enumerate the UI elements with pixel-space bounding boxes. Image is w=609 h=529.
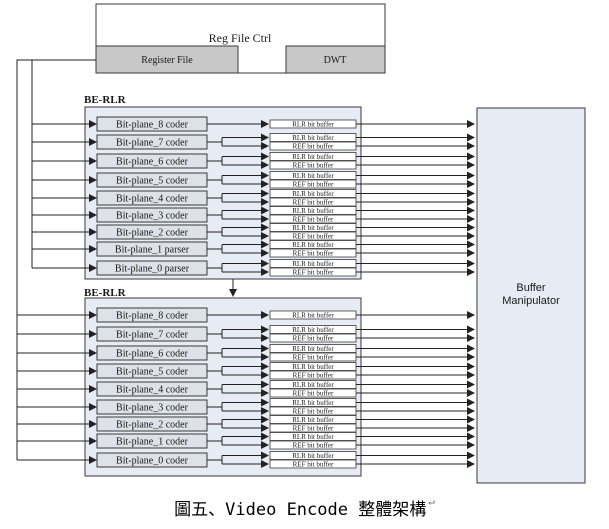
group2-rlr-label-6: RLR bit buffer [292,399,334,407]
group2-coder-label-2: Bit-plane_7 coder [116,330,189,341]
dwt-label: DWT [324,55,347,66]
group1-rlr-label-6: RLR bit buffer [292,207,334,215]
register-file-box [95,45,239,74]
group1-coder-label-1: Bit-plane_8 coder [116,120,189,131]
group2-rlr-label-7: RLR bit buffer [292,416,334,424]
group1-coder-label-5: Bit-plane_4 coder [116,194,189,205]
group1-rlr-label-4: RLR bit buffer [292,172,334,180]
group1-coder-label-2: Bit-plane_7 coder [116,138,189,149]
group1-ref-label-8: REF bit buffer [293,250,334,258]
group1-rlr-label-8: RLR bit buffer [292,241,334,249]
group2-ref-label-8: REF bit buffer [293,442,334,450]
group2-ref-label-6: REF bit buffer [293,408,334,416]
buffer-manipulator-line2: Manipulator [502,295,560,307]
architecture-diagram: Reg File Ctrl Register File DWT Buffer M… [16,3,586,484]
group1-coder-label-4: Bit-plane_5 coder [116,176,189,187]
group1-rlr-label-7: RLR bit buffer [292,224,334,232]
register-file-label: Register File [141,55,193,66]
group2-rlr-label-3: RLR bit buffer [292,345,334,353]
group2-rlr-label-5: RLR bit buffer [292,381,334,389]
group1-ref-label-3: REF bit buffer [293,162,334,170]
group1-ref-label-9: REF bit buffer [293,269,334,277]
group2-ref-label-7: REF bit buffer [293,425,334,433]
group1-ref-label-4: REF bit buffer [293,181,334,189]
group2-rlr-label-9: RLR bit buffer [292,452,334,460]
group2-coder-label-7: Bit-plane_2 coder [116,420,189,431]
figure-caption: 圖五、Video Encode 整體架構↵ [0,495,609,520]
group2-ref-label-9: REF bit buffer [293,461,334,469]
group1-rlr-label-9: RLR bit buffer [292,260,334,268]
group2-ref-label-3: REF bit buffer [293,354,334,362]
group2-split-7 [207,419,223,428]
group1-ref-label-5: REF bit buffer [293,199,334,207]
group1-split-3 [207,156,223,165]
buffer-manipulator-line1: Buffer [516,282,545,294]
group1-rlr-label-3: RLR bit buffer [292,153,334,161]
group2-split-6 [207,402,223,411]
group1-split-6 [207,210,223,219]
be-rlr-title-1: BE-RLR [84,94,127,106]
group1-coder-label-7: Bit-plane_2 coder [116,228,189,239]
group1-split-2 [207,137,223,146]
group1-coder-label-3: Bit-plane_6 coder [116,157,189,168]
group2-coder-label-6: Bit-plane_3 coder [116,403,189,414]
group2-coder-label-3: Bit-plane_6 coder [116,349,189,360]
reg-file-ctrl-block: Reg File Ctrl Register File DWT [95,3,386,74]
group2-coder-label-5: Bit-plane_4 coder [116,385,189,396]
group1-ref-label-7: REF bit buffer [293,233,334,241]
group2-rlr-label-4: RLR bit buffer [292,363,334,371]
group2-ref-label-4: REF bit buffer [293,372,334,380]
group1-split-8 [207,244,223,253]
caption-text: 圖五、Video Encode 整體架構 [174,500,427,520]
group1-coder-label-9: Bit-plane_0 parser [115,264,190,275]
group2-split-9 [207,455,223,464]
group1-rlr-label-1: RLR bit buffer [292,121,334,129]
group1-split-9 [207,263,223,272]
group2-split-3 [207,348,223,357]
group1-split-5 [207,193,223,202]
group2-coder-label-8: Bit-plane_1 coder [116,437,189,448]
buffer-manipulator-box [476,107,586,484]
group2-split-5 [207,384,223,393]
group2-split-2 [207,329,223,338]
group1-rlr-label-2: RLR bit buffer [292,134,334,142]
group1-ref-label-2: REF bit buffer [293,143,334,151]
group2-rlr-label-8: RLR bit buffer [292,433,334,441]
group2-coder-label-9: Bit-plane_0 coder [116,456,189,467]
group2-coder-label-1: Bit-plane_8 coder [116,311,189,322]
caption-return-mark: ↵ [428,495,435,508]
be-rlr-title-2: BE-RLR [84,287,127,299]
group2-ref-label-5: REF bit buffer [293,390,334,398]
group1-coder-label-8: Bit-plane_1 parser [115,245,190,256]
group1-split-4 [207,175,223,184]
reg-file-ctrl-title: Reg File Ctrl [209,31,272,45]
group1-rlr-label-5: RLR bit buffer [292,190,334,198]
group2-rlr-label-1: RLR bit buffer [292,312,334,320]
group2-split-4 [207,366,223,375]
group2-split-8 [207,436,223,445]
group1-coder-label-6: Bit-plane_3 coder [116,211,189,222]
group1-ref-label-6: REF bit buffer [293,216,334,224]
group2-rlr-label-2: RLR bit buffer [292,326,334,334]
group1-split-7 [207,227,223,236]
input-bus [16,59,96,460]
bus-line-outer [16,59,96,460]
group2-coder-label-4: Bit-plane_5 coder [116,367,189,378]
wires [17,120,475,468]
buffer-manipulator-block: Buffer Manipulator [476,107,586,484]
group2-ref-label-2: REF bit buffer [293,335,334,343]
dwt-box [285,45,386,74]
